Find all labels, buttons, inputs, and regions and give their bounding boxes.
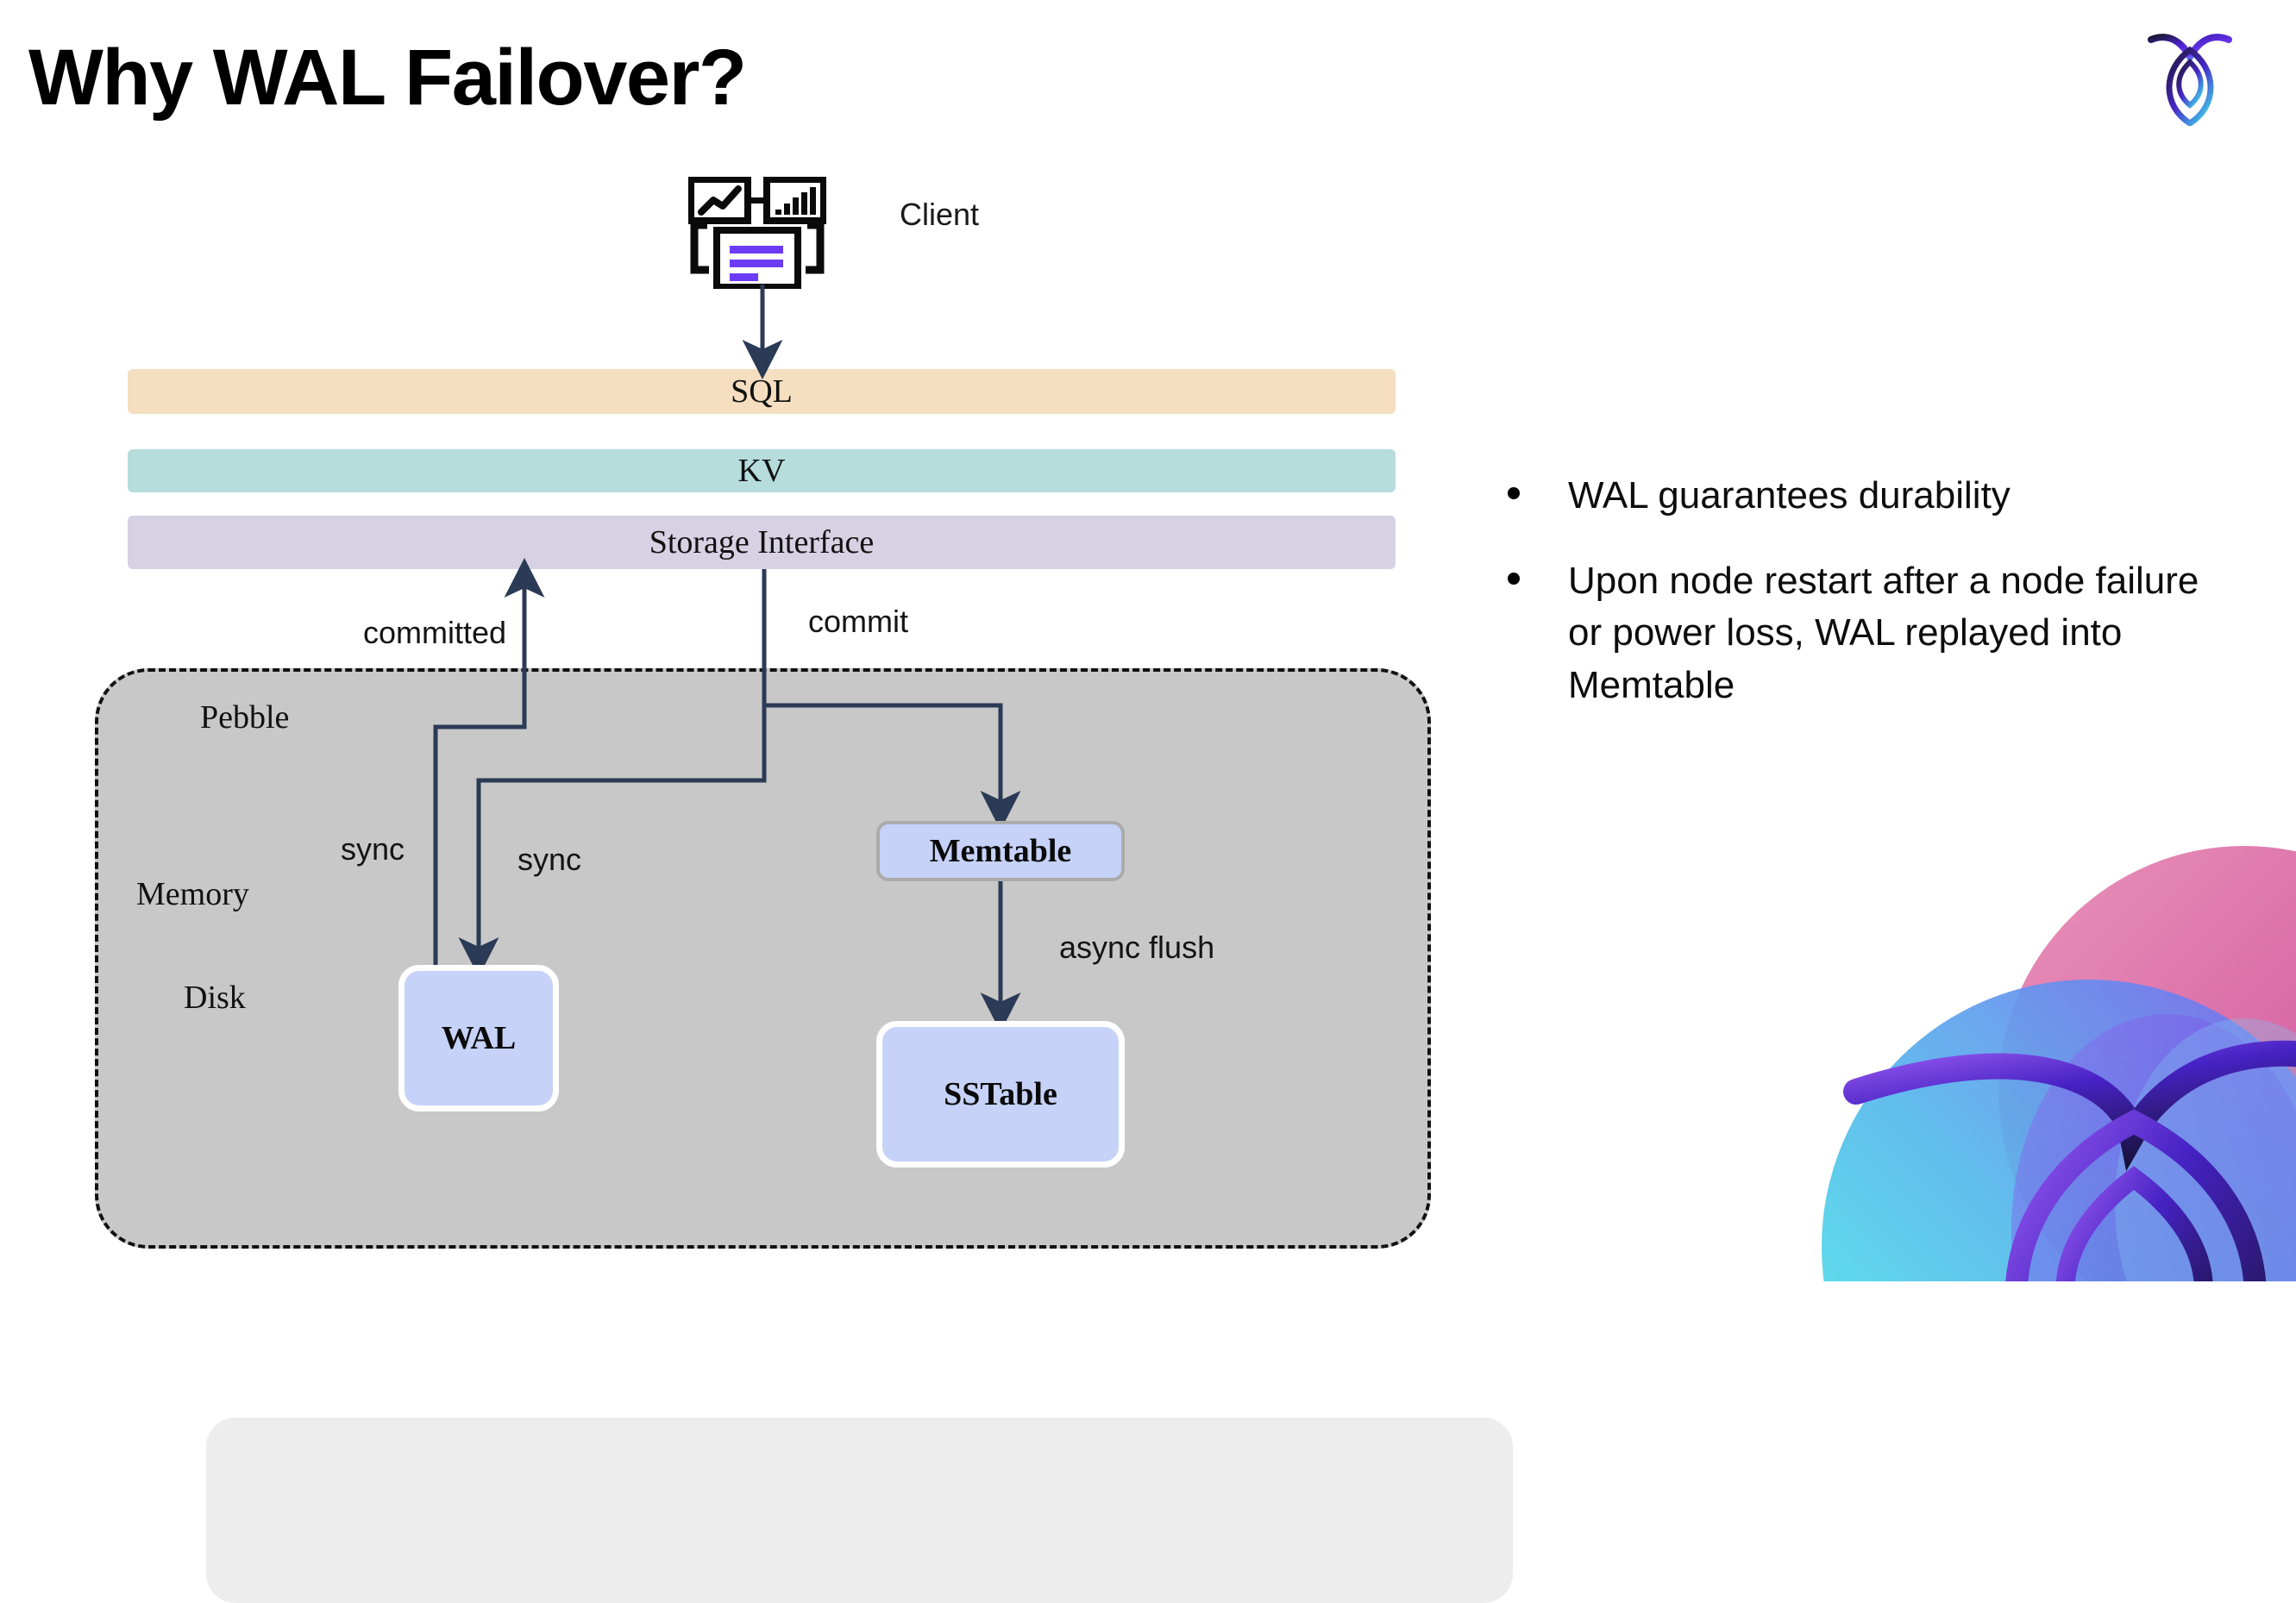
cockroachdb-logo — [2142, 24, 2237, 128]
edge-label-commit: commit — [808, 604, 908, 639]
edge-label-committed: committed — [363, 615, 507, 650]
node-sstable: SSTable — [876, 1021, 1125, 1168]
client-dashboard-icon — [687, 176, 827, 291]
edge-label-sync-left: sync — [341, 831, 405, 867]
node-memtable: Memtable — [876, 821, 1125, 881]
wal-architecture-diagram: Client SQL KV Storage Interface Pebble M… — [95, 176, 1513, 1603]
edge-label-sync-right: sync — [518, 842, 582, 877]
bullet-text: WAL guarantees durability — [1568, 474, 2011, 517]
bullet-dot-icon — [1508, 572, 1520, 585]
decorative-brand-mark — [1761, 833, 2296, 1281]
edge-label-async-flush: async flush — [1059, 930, 1215, 965]
list-item: Upon node restart after a node failure o… — [1508, 555, 2224, 712]
page-title: Why WAL Failover? — [28, 34, 747, 122]
pebble-label: Pebble — [200, 699, 290, 736]
diagram-connectors — [433, 285, 1021, 1033]
layer-bar-storage-interface: Storage Interface — [128, 516, 1396, 569]
bullet-list: WAL guarantees durability Upon node rest… — [1508, 470, 2224, 745]
bullet-dot-icon — [1508, 487, 1520, 499]
memory-region — [206, 1418, 1513, 1603]
memory-label: Memory — [136, 876, 249, 912]
bullet-text: Upon node restart after a node failure o… — [1568, 559, 2199, 707]
client-label: Client — [900, 197, 980, 232]
list-item: WAL guarantees durability — [1508, 470, 2224, 523]
layer-bar-kv: KV — [128, 449, 1396, 492]
node-wal: WAL — [398, 965, 559, 1111]
disk-label: Disk — [184, 980, 246, 1016]
